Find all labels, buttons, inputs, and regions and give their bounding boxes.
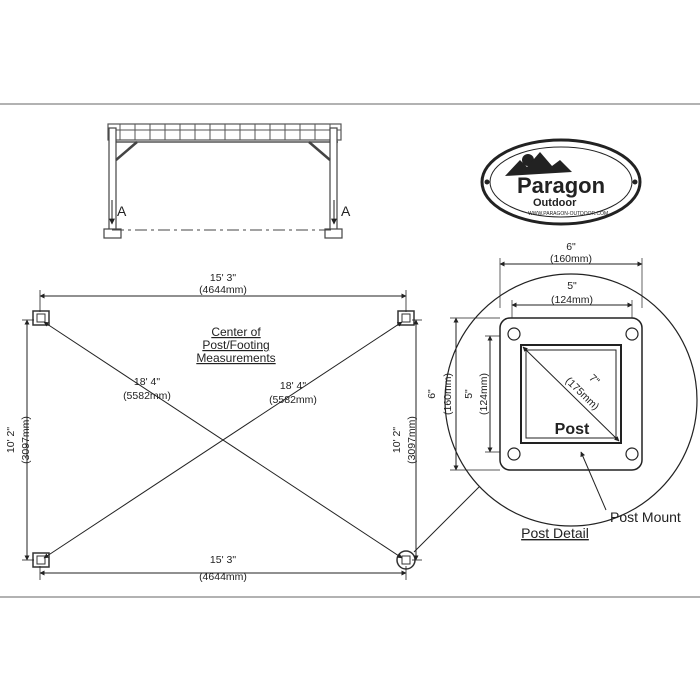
center-note-line-2: Post/Footing	[202, 338, 269, 352]
logo-sub: Outdoor	[533, 197, 577, 209]
bolt-height-dim: 5"	[463, 389, 475, 399]
width-bottom-metric: (4644mm)	[199, 571, 247, 583]
center-note-line-3: Measurements	[196, 351, 275, 365]
width-top-metric: (4644mm)	[199, 284, 247, 296]
section-marker-left: A	[117, 203, 127, 219]
diag-left-metric: (5582mm)	[123, 390, 171, 402]
bolt-hole-tl	[507, 327, 521, 341]
post-detail-title: Post Detail	[521, 525, 589, 541]
depth-right-metric: (3097mm)	[406, 416, 418, 464]
logo-brand: Paragon	[517, 173, 605, 198]
center-note: Center of Post/Footing Measurements	[196, 325, 275, 365]
center-note-line-1: Center of	[211, 325, 261, 339]
post-detail	[444, 258, 698, 527]
bolt-hole-br	[625, 447, 639, 461]
bolt-width-dim: 5"	[567, 280, 577, 292]
bolt-hole-tr	[625, 327, 639, 341]
elevation-view	[103, 123, 343, 239]
post-label: Post	[555, 421, 590, 438]
post-footing-bl	[32, 552, 50, 568]
sheet-border	[0, 103, 700, 598]
diag-left-dim: 18' 4"	[134, 376, 160, 388]
outer-width-dim: 6"	[566, 241, 576, 253]
bolt-width-metric: (124mm)	[551, 294, 593, 306]
depth-left-metric: (3097mm)	[20, 416, 32, 464]
outer-width-metric: (160mm)	[550, 253, 592, 265]
bolt-height-metric: (124mm)	[478, 373, 490, 415]
outer-height-metric: (160mm)	[442, 373, 454, 415]
paragon-logo	[480, 138, 642, 226]
bolt-hole-bl	[507, 447, 521, 461]
depth-right-dim: 10' 2"	[391, 427, 403, 453]
mountain-icon	[505, 152, 572, 176]
outer-height-dim: 6"	[426, 389, 438, 399]
plan-view	[22, 290, 489, 580]
section-marker-right: A	[341, 203, 351, 219]
post-mount-label: Post Mount	[610, 509, 681, 525]
post-footing-tl	[32, 310, 50, 326]
logo-url: WWW.PARAGON-OUTDOOR.COM	[528, 211, 608, 217]
depth-left-dim: 10' 2"	[5, 427, 17, 453]
width-bottom-dim: 15' 3"	[210, 554, 236, 566]
width-top-dim: 15' 3"	[210, 272, 236, 284]
diag-right-dim: 18' 4"	[280, 380, 306, 392]
diag-right-metric: (5582mm)	[269, 394, 317, 406]
